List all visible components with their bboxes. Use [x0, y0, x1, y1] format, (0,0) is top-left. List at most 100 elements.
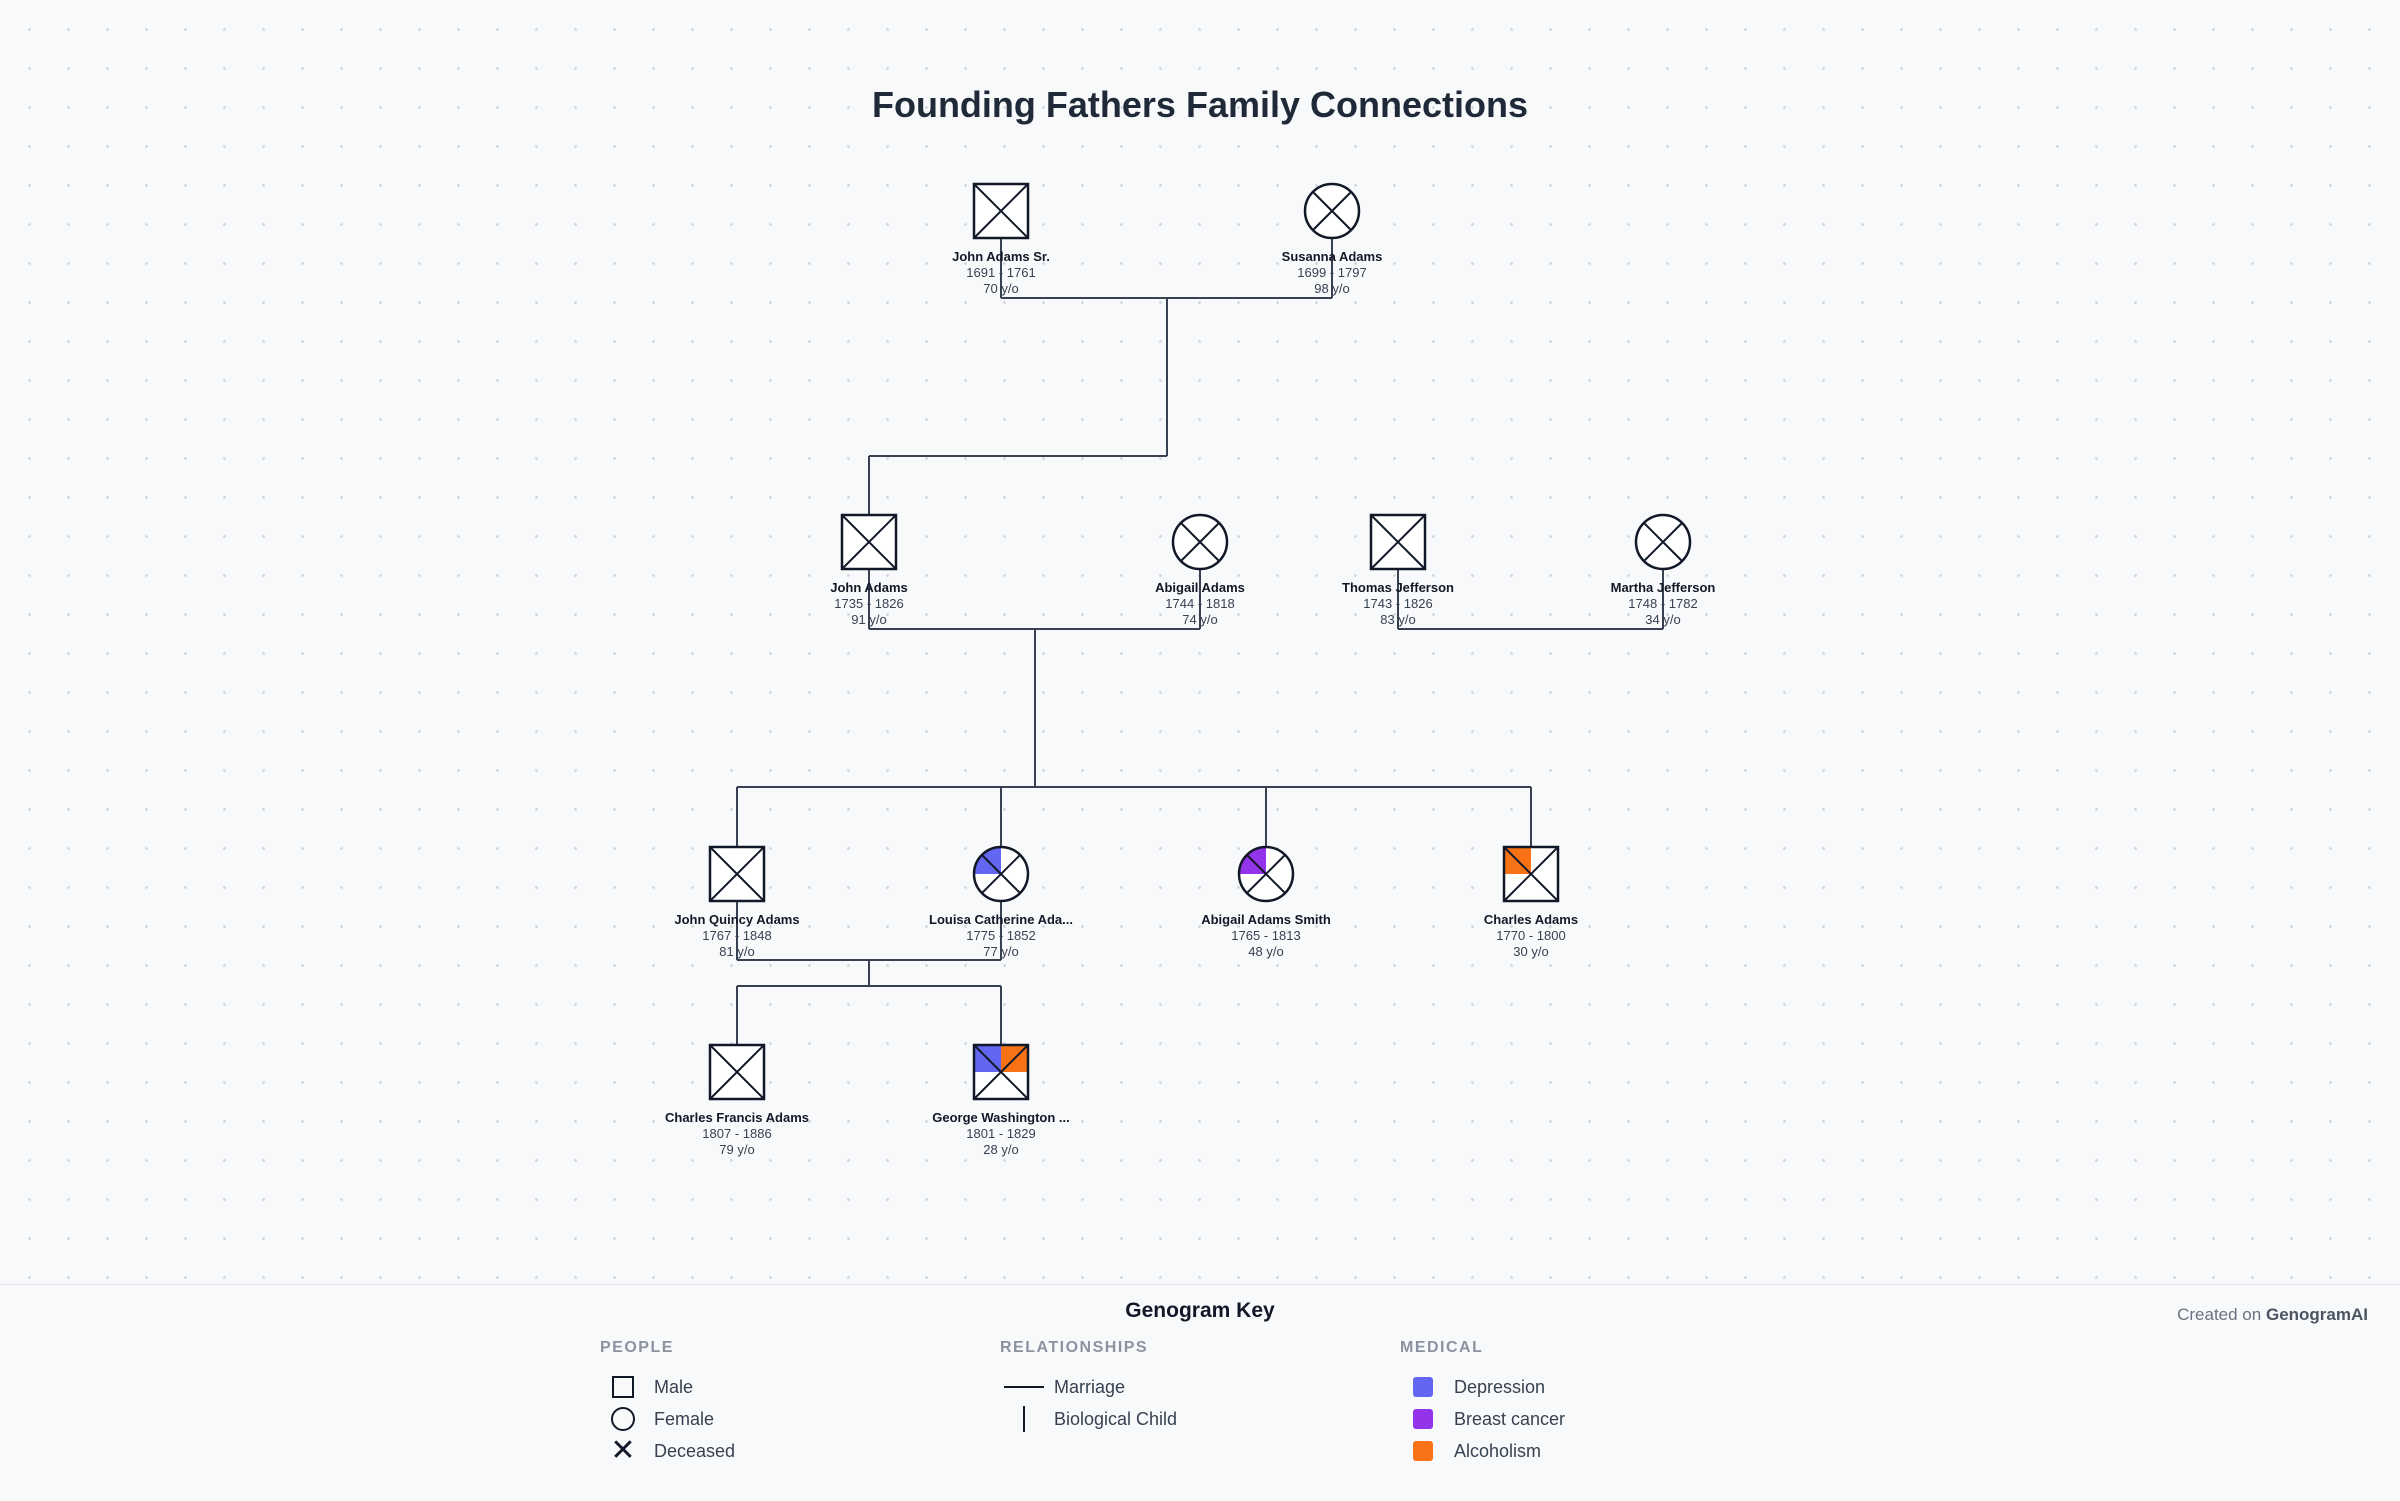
key-deceased-label: Deceased: [654, 1440, 736, 1461]
genogram-key-panel: Genogram Key Created on GenogramAI PEOPL…: [0, 1284, 2400, 1501]
marriage-line-icon: [1004, 1386, 1044, 1388]
node-outline: [708, 1043, 766, 1101]
person-age: 34 y/o: [1645, 612, 1680, 627]
person-name: Abigail Adams: [1155, 580, 1245, 595]
deceased-x-icon: [1312, 191, 1352, 231]
node-outline: [972, 845, 1030, 903]
node-outline: [1303, 182, 1361, 240]
person-age: 77 y/o: [983, 944, 1018, 959]
key-female-label: Female: [654, 1408, 715, 1429]
node-outline: [708, 845, 766, 903]
node-outline: [1502, 845, 1560, 903]
deceased-x-icon: [1643, 522, 1683, 562]
diagram-title: Founding Fathers Family Connections: [871, 84, 1529, 125]
key-depression-label: Depression: [1454, 1376, 1546, 1397]
deceased-x-icon: ✕: [610, 1433, 636, 1468]
key-deceased-item: ✕ Deceased: [600, 1435, 920, 1467]
key-male-label: Male: [654, 1376, 694, 1397]
person-age: 48 y/o: [1248, 944, 1283, 959]
node-outline: [972, 1043, 1030, 1101]
person-name: John Quincy Adams: [674, 912, 799, 927]
key-breast-cancer-item: Breast cancer: [1400, 1403, 1720, 1435]
female-circle-icon: [611, 1407, 635, 1431]
person-age: 83 y/o: [1380, 612, 1415, 627]
person-name: Thomas Jefferson: [1342, 580, 1454, 595]
person-name: Martha Jefferson: [1611, 580, 1716, 595]
key-relationships-heading: RELATIONSHIPS: [1000, 1339, 1149, 1356]
person-name: George Washington ...: [932, 1110, 1069, 1125]
person-age: 70 y/o: [983, 281, 1018, 296]
key-people-heading: PEOPLE: [600, 1339, 674, 1356]
person-age: 98 y/o: [1314, 281, 1349, 296]
person-age: 74 y/o: [1182, 612, 1217, 627]
person-lifespan: 1735 - 1826: [834, 596, 903, 611]
deceased-x-icon: [709, 846, 765, 902]
key-relationships-section: RELATIONSHIPS Marriage Biological Child: [1000, 1339, 1320, 1435]
credit-brand: GenogramAI: [2265, 1305, 2368, 1324]
person-lifespan: 1744 - 1818: [1165, 596, 1234, 611]
person-lifespan: 1699 - 1797: [1297, 265, 1366, 280]
deceased-x-icon: [973, 183, 1029, 239]
person-lifespan: 1767 - 1848: [702, 928, 771, 943]
person-lifespan: 1801 - 1829: [966, 1126, 1035, 1141]
person-name: Susanna Adams: [1282, 249, 1383, 264]
person-lifespan: 1743 - 1826: [1363, 596, 1432, 611]
person-lifespan: 1748 - 1782: [1628, 596, 1697, 611]
person-name: Abigail Adams Smith: [1201, 912, 1331, 927]
credit-prefix: Created on: [2177, 1305, 2262, 1324]
key-alcoholism-label: Alcoholism: [1454, 1440, 1542, 1461]
node-outline: [972, 182, 1030, 240]
person-name: Charles Francis Adams: [665, 1110, 809, 1125]
person-lifespan: 1770 - 1800: [1496, 928, 1565, 943]
deceased-x-icon: [709, 1044, 765, 1100]
male-square-icon: [612, 1376, 634, 1398]
breast-cancer-swatch-icon: [1413, 1409, 1433, 1429]
person-name: John Adams: [830, 580, 908, 595]
person-name: Charles Adams: [1484, 912, 1578, 927]
person-age: 30 y/o: [1513, 944, 1548, 959]
key-child-label: Biological Child: [1054, 1408, 1178, 1429]
key-male-item: Male: [600, 1371, 920, 1403]
key-marriage-label: Marriage: [1054, 1376, 1126, 1397]
person-age: 28 y/o: [983, 1142, 1018, 1157]
person-lifespan: 1691 - 1761: [966, 265, 1035, 280]
key-alcoholism-item: Alcoholism: [1400, 1435, 1720, 1467]
alcoholism-swatch-icon: [1413, 1441, 1433, 1461]
deceased-x-icon: [1246, 854, 1286, 894]
person-lifespan: 1807 - 1886: [702, 1126, 771, 1141]
key-marriage-item: Marriage: [1000, 1371, 1320, 1403]
node-outline: [840, 513, 898, 571]
deceased-x-icon: [981, 854, 1021, 894]
key-people-section: PEOPLE Male Female ✕ Deceased: [600, 1339, 920, 1467]
node-outline: [1369, 513, 1427, 571]
node-outline: [1171, 513, 1229, 571]
node-outline: [1634, 513, 1692, 571]
person-age: 81 y/o: [719, 944, 754, 959]
key-title: Genogram Key: [1125, 1299, 1275, 1322]
person-lifespan: 1775 - 1852: [966, 928, 1035, 943]
person-name: John Adams Sr.: [952, 249, 1050, 264]
key-medical-heading: MEDICAL: [1400, 1339, 1484, 1356]
key-medical-section: MEDICAL Depression Breast cancer Alcohol…: [1400, 1339, 1720, 1467]
person-age: 79 y/o: [719, 1142, 754, 1157]
deceased-x-icon: [973, 1044, 1029, 1100]
person-name: Louisa Catherine Ada...: [929, 912, 1073, 927]
created-on-credit[interactable]: Created on GenogramAI: [2177, 1305, 2368, 1325]
depression-swatch-icon: [1413, 1377, 1433, 1397]
deceased-x-icon: [841, 514, 897, 570]
key-depression-item: Depression: [1400, 1371, 1720, 1403]
person-age: 91 y/o: [851, 612, 886, 627]
